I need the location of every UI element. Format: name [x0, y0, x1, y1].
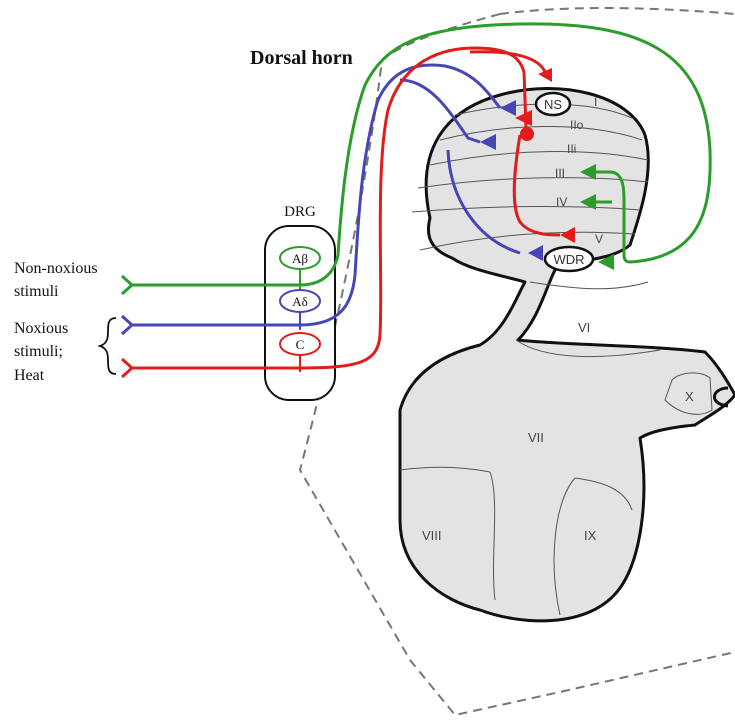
inhibitory-synapse-icon: [520, 127, 534, 141]
ab-stimulus-fork: [122, 276, 132, 294]
region-label-IX: IX: [584, 528, 597, 543]
ad-fiber-label: Aδ: [292, 294, 308, 309]
non-noxious-label-line1: Non-noxious: [14, 260, 98, 277]
wdr-neuron-label: WDR: [553, 252, 584, 267]
c-branch-lamina-I: [470, 52, 545, 72]
ab-fiber-label: Aβ: [292, 251, 308, 266]
c-fiber-label: C: [296, 337, 305, 352]
diagram-title: Dorsal horn: [250, 47, 353, 69]
noxious-label-line3: Heat: [14, 367, 45, 384]
region-label-X: X: [685, 389, 694, 404]
c-stimulus-fork: [122, 359, 132, 377]
drg-label: DRG: [284, 204, 316, 220]
lamina-label-IIo: IIo: [570, 118, 584, 132]
ad-stimulus-fork: [122, 316, 132, 334]
lamina-label-V: V: [595, 232, 603, 246]
lamina-label-I: I: [594, 95, 597, 109]
lamina-label-III: III: [555, 166, 565, 180]
brace-icon: [100, 318, 116, 374]
non-noxious-label-line2: stimuli: [14, 283, 59, 300]
noxious-label-line2: stimuli;: [14, 343, 63, 360]
region-label-VI: VI: [578, 320, 590, 335]
ns-neuron-label: NS: [544, 97, 562, 112]
noxious-label-line1: Noxious: [14, 320, 68, 337]
lamina-label-IIi: IIi: [567, 142, 576, 156]
region-label-VII: VII: [528, 430, 544, 445]
region-label-VIII: VIII: [422, 528, 442, 543]
lamina-label-IV: IV: [556, 195, 567, 209]
